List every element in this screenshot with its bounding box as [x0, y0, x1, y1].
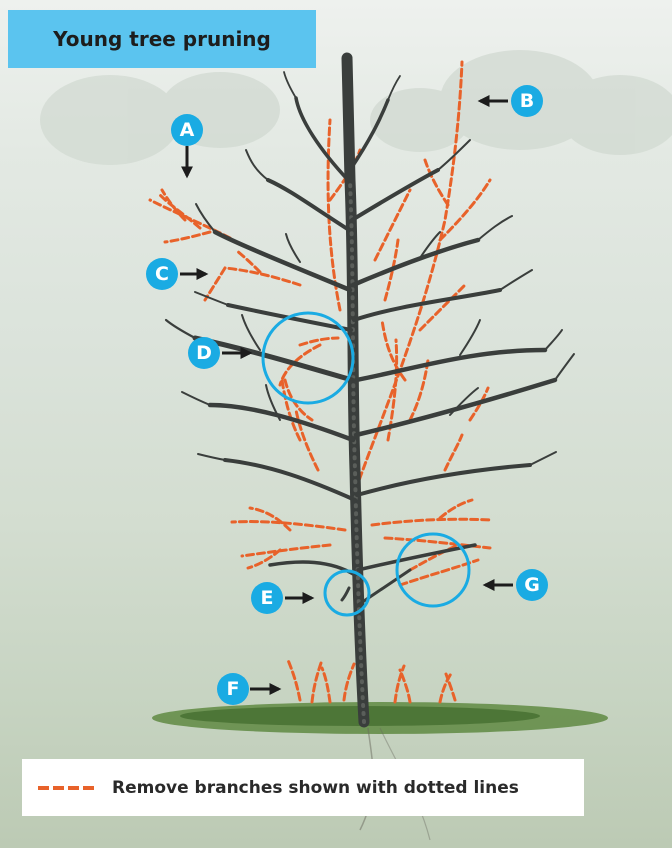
marker-g: G	[516, 569, 548, 601]
marker-f: F	[217, 673, 249, 705]
marker-d: D	[188, 337, 220, 369]
marker-a: A	[171, 114, 203, 146]
dotted-line-swatch	[38, 786, 96, 790]
legend-text: Remove branches shown with dotted lines	[112, 778, 519, 798]
marker-e: E	[251, 582, 283, 614]
legend: Remove branches shown with dotted lines	[22, 759, 584, 816]
title-banner: Young tree pruning	[8, 10, 316, 68]
marker-b: B	[511, 85, 543, 117]
tree-branches	[166, 58, 574, 722]
diagram-title: Young tree pruning	[53, 27, 271, 51]
marker-c: C	[146, 258, 178, 290]
